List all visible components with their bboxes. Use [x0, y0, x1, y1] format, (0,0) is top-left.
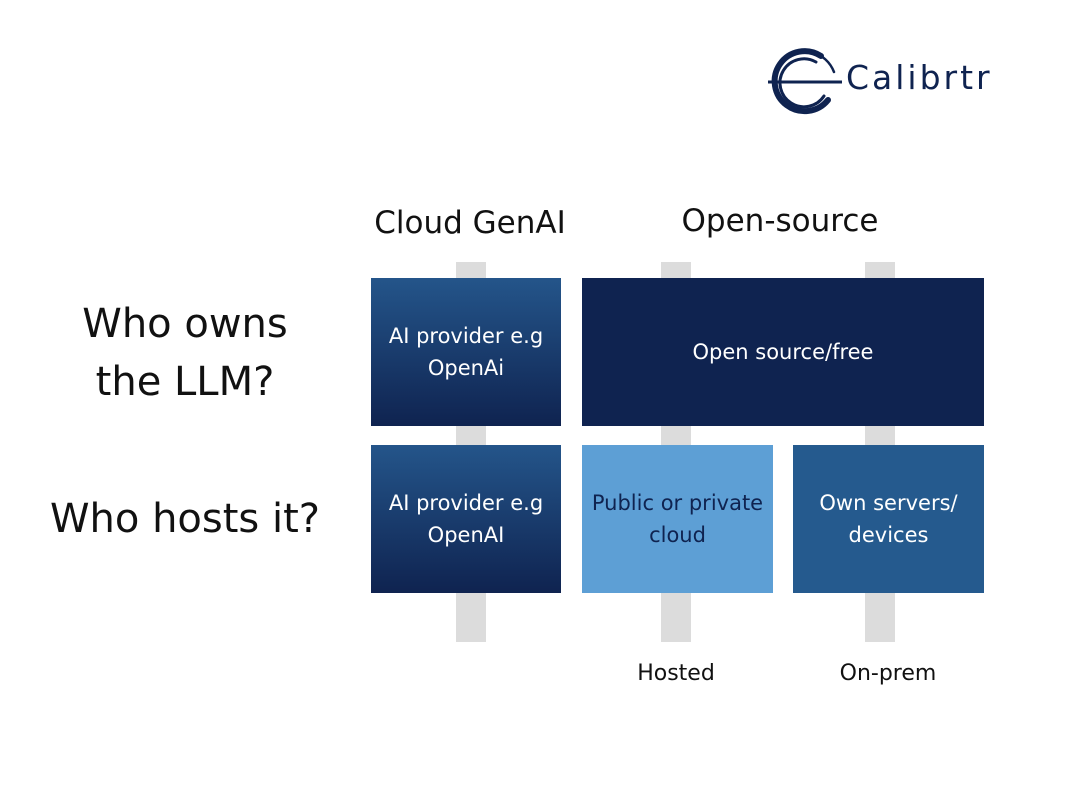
row-heading-owns: Who owns the LLM?: [82, 301, 288, 405]
column-heading-cloud: Cloud GenAI: [374, 205, 566, 241]
row-heading-hosts: Who hosts it?: [49, 496, 321, 542]
column-heading-open-source: Open-source: [681, 203, 879, 239]
cell-hosts-onprem: Own servers/ devices: [793, 445, 984, 593]
footer-hosted: Hosted: [637, 661, 715, 686]
brand-logo: Calibrtr: [766, 42, 1036, 122]
cell-owns-open-source: Open source/free: [582, 278, 984, 426]
calibrtr-ring-icon: [768, 48, 842, 115]
cell-hosts-hosted: Public or private cloud: [582, 445, 773, 593]
cell-owns-cloud: AI provider e.g OpenAi: [371, 278, 561, 426]
cell-hosts-cloud: AI provider e.g OpenAI: [371, 445, 561, 593]
footer-onprem: On-prem: [839, 661, 937, 686]
brand-name: Calibrtr: [846, 58, 993, 97]
